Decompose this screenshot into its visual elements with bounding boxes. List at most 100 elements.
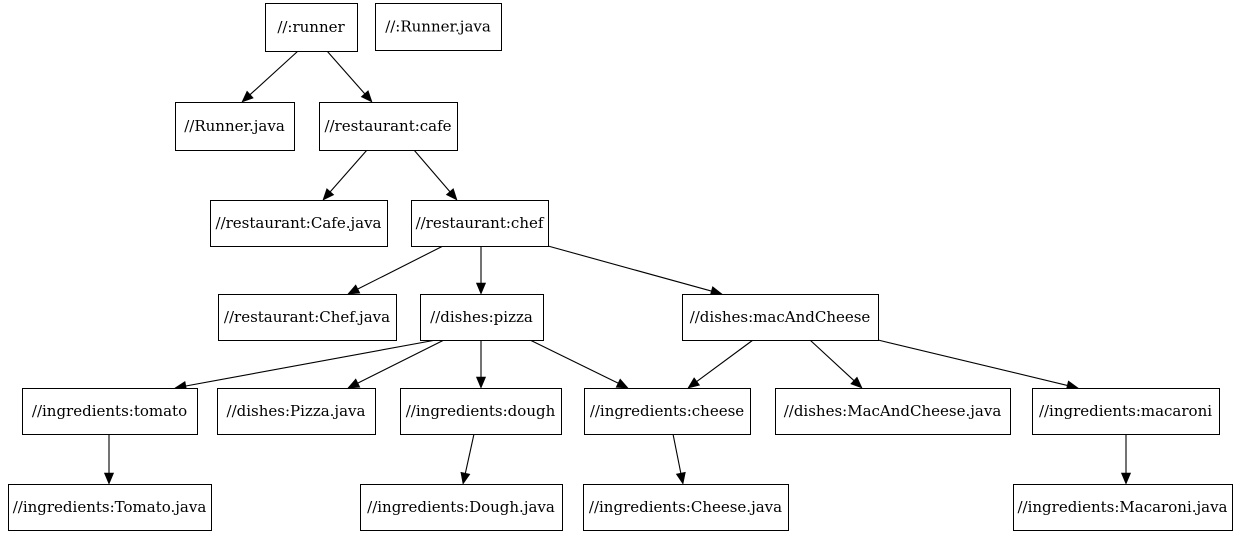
- node-label: //restaurant:Chef.java: [224, 308, 390, 326]
- node-label: //ingredients:Macaroni.java: [1017, 498, 1227, 516]
- node-label: //ingredients:Tomato.java: [13, 498, 207, 516]
- edge-line: [529, 339, 619, 384]
- node-label: //ingredients:macaroni: [1039, 402, 1212, 420]
- node-box[interactable]: [411, 200, 549, 247]
- node-label: //ingredients:dough: [406, 402, 556, 420]
- graph-edge: [529, 339, 629, 389]
- graph-node-dishes_mac[interactable]: //dishes:macAndCheese: [682, 294, 879, 341]
- graph-edge: [475, 246, 487, 295]
- graph-edge: [326, 50, 373, 103]
- node-box[interactable]: [1032, 388, 1220, 435]
- graph-edge: [347, 245, 444, 295]
- graph-node-restaurant_chef[interactable]: //restaurant:chef: [411, 200, 549, 247]
- graph-edge: [475, 340, 487, 389]
- node-label: //Runner.java: [184, 117, 285, 135]
- graph-node-ing_dough[interactable]: //ingredients:dough: [400, 388, 562, 435]
- edge-layer: [103, 50, 1132, 485]
- arrowhead-icon: [850, 376, 863, 389]
- graph-node-pizza_java[interactable]: //dishes:Pizza.java: [217, 388, 376, 435]
- node-box[interactable]: [682, 294, 879, 341]
- graph-edge: [103, 434, 115, 485]
- graph-edge: [322, 149, 368, 201]
- node-box[interactable]: [22, 388, 198, 435]
- graph-node-dishes_pizza[interactable]: //dishes:pizza: [420, 294, 544, 341]
- node-box[interactable]: [265, 3, 358, 52]
- edge-line: [809, 339, 855, 381]
- node-box[interactable]: [319, 102, 458, 151]
- arrowhead-icon: [347, 378, 361, 389]
- node-box[interactable]: [360, 484, 563, 531]
- edge-line: [357, 245, 444, 290]
- arrowhead-icon: [615, 378, 629, 389]
- node-label: //dishes:macAndCheese: [690, 308, 871, 326]
- graph-node-tomato_java[interactable]: //ingredients:Tomato.java: [8, 484, 212, 531]
- node-box[interactable]: [375, 3, 502, 51]
- edge-line: [357, 339, 445, 384]
- graph-edge: [687, 339, 754, 389]
- graph-node-ing_macaroni[interactable]: //ingredients:macaroni: [1032, 388, 1220, 435]
- graph-edge: [1120, 434, 1132, 485]
- graph-edge: [241, 50, 299, 103]
- node-label: //ingredients:tomato: [32, 402, 187, 420]
- arrowhead-icon: [347, 284, 361, 295]
- graph-node-mac_java[interactable]: //dishes:MacAndCheese.java: [775, 388, 1011, 435]
- graph-edge: [672, 433, 686, 485]
- graph-edge: [347, 339, 445, 389]
- edge-line: [547, 245, 712, 292]
- node-box[interactable]: [584, 388, 751, 435]
- node-layer: //:runner //:Runner.java //Runner.java //re…: [8, 3, 1233, 531]
- graph-node-macaroni_java[interactable]: //ingredients:Macaroni.java: [1013, 484, 1233, 531]
- arrowhead-icon: [475, 376, 487, 389]
- edge-line: [672, 433, 682, 474]
- edge-line: [413, 149, 451, 193]
- graph-node-restaurant_cafe[interactable]: //restaurant:cafe: [319, 102, 458, 151]
- node-box[interactable]: [775, 388, 1011, 435]
- node-box[interactable]: [400, 388, 562, 435]
- graph-node-runner[interactable]: //:runner: [265, 3, 358, 52]
- graph-edge: [877, 339, 1079, 391]
- node-label: //ingredients:Dough.java: [367, 498, 555, 516]
- edge-line: [185, 339, 437, 387]
- node-box[interactable]: [8, 484, 212, 531]
- graph-edge: [547, 245, 723, 296]
- arrowhead-icon: [360, 90, 373, 103]
- arrowhead-icon: [103, 472, 115, 485]
- node-label: //restaurant:Cafe.java: [216, 214, 382, 232]
- arrowhead-icon: [687, 377, 701, 389]
- edge-line: [329, 149, 368, 193]
- edge-line: [696, 339, 754, 382]
- arrowhead-icon: [675, 471, 686, 485]
- node-label: //restaurant:cafe: [324, 117, 451, 135]
- node-box[interactable]: [217, 388, 376, 435]
- graph-node-runner_java_root[interactable]: //:Runner.java: [375, 3, 502, 51]
- arrowhead-icon: [1120, 472, 1132, 485]
- node-box[interactable]: [210, 200, 388, 247]
- graph-edge: [809, 339, 863, 389]
- node-label: //ingredients:Cheese.java: [589, 498, 782, 516]
- node-box[interactable]: [175, 102, 295, 151]
- graph-node-cafe_java[interactable]: //restaurant:Cafe.java: [210, 200, 388, 247]
- graph-node-chef_java[interactable]: //restaurant:Chef.java: [218, 294, 397, 341]
- graph-node-ing_cheese[interactable]: //ingredients:cheese: [584, 388, 751, 435]
- graph-node-cheese_java[interactable]: //ingredients:Cheese.java: [583, 484, 789, 531]
- node-box[interactable]: [420, 294, 544, 341]
- graph-edge: [460, 433, 475, 485]
- node-label: //restaurant:chef: [416, 214, 545, 232]
- graph-node-runner_java[interactable]: //Runner.java: [175, 102, 295, 151]
- node-label: //:Runner.java: [385, 18, 491, 36]
- arrowhead-icon: [322, 188, 335, 201]
- arrowhead-icon: [475, 282, 487, 295]
- graph-node-ing_tomato[interactable]: //ingredients:tomato: [22, 388, 198, 435]
- edge-line: [249, 50, 299, 96]
- arrowhead-icon: [445, 188, 458, 201]
- graph-node-dough_java[interactable]: //ingredients:Dough.java: [360, 484, 563, 531]
- arrowhead-icon: [241, 90, 254, 103]
- node-box[interactable]: [1013, 484, 1233, 531]
- node-box[interactable]: [583, 484, 789, 531]
- node-label: //dishes:pizza: [430, 308, 533, 326]
- node-label: //:runner: [277, 18, 345, 36]
- graph-edge: [174, 339, 437, 391]
- node-box[interactable]: [218, 294, 397, 341]
